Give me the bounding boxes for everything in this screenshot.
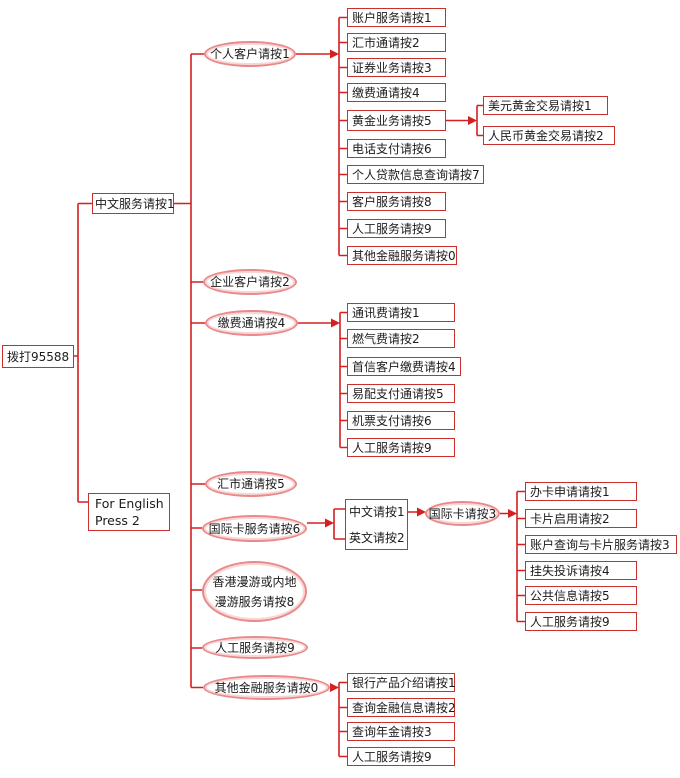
node-label-line2: 漫游服务请按8: [214, 594, 295, 609]
menu-item-box: 办卡申请请按1: [525, 482, 637, 501]
payment-service-node: 缴费通请按4: [205, 310, 298, 336]
menu-item-label: 中文请按1: [349, 504, 405, 519]
personal-customer-node: 个人客户请按1: [204, 41, 296, 67]
node-label: 企业客户请按2: [210, 275, 290, 289]
menu-item-box: 客户服务请按8: [347, 192, 446, 211]
menu-item-box: 账户查询与卡片服务请按3: [525, 535, 677, 554]
menu-item-label: 缴费通请按4: [352, 85, 420, 100]
menu-item-label: 黄金业务请按5: [352, 113, 432, 128]
dial-95588-node: 拨打95588: [2, 345, 74, 368]
menu-item-box: 美元黄金交易请按1: [483, 96, 608, 115]
node-label: 中文服务请按1: [95, 196, 175, 211]
menu-item-box: 查询金融信息请按2: [347, 698, 456, 717]
menu-item-label: 账户服务请按1: [352, 10, 432, 25]
menu-item-box: 汇市通请按2: [347, 33, 446, 52]
menu-item-label: 人工服务请按9: [530, 614, 610, 629]
menu-item-label: 电话支付请按6: [352, 141, 432, 156]
menu-item-box: 银行产品介绍请按1: [347, 673, 456, 692]
menu-item-label: 易配支付通请按5: [352, 386, 444, 401]
menu-item-label: 首信客户缴费请按4: [352, 359, 456, 374]
menu-item-label: 个人贷款信息查询请按7: [352, 167, 480, 182]
menu-item-label: 公共信息请按5: [530, 588, 610, 603]
menu-item-box: 账户服务请按1: [347, 8, 446, 27]
menu-item-box: 易配支付通请按5: [347, 384, 455, 403]
node-label: 人工服务请按9: [215, 640, 295, 655]
menu-item-box: 查询年金请按3: [347, 722, 455, 741]
node-label: 拨打95588: [7, 349, 70, 364]
menu-item-label: 英文请按2: [349, 530, 405, 545]
menu-item-label: 查询金融信息请按2: [352, 700, 456, 715]
menu-item-box: 电话支付请按6: [347, 139, 446, 158]
menu-item-box: 人工服务请按9: [347, 219, 446, 238]
menu-item-label: 客户服务请按8: [352, 194, 432, 209]
menu-item-box: 其他金融服务请按0: [347, 246, 457, 265]
intl-card-service-node: 国际卡服务请按6: [202, 515, 307, 542]
menu-item-box: 公共信息请按5: [525, 586, 637, 605]
node-label: 其他金融服务请按0: [214, 680, 319, 695]
menu-item-box: 证券业务请按3: [347, 58, 446, 77]
menu-item-label: 通讯费请按1: [352, 305, 420, 320]
node-label: 缴费通请按4: [217, 316, 286, 330]
menu-item-box: 人民币黄金交易请按2: [483, 126, 615, 145]
menu-item-label: 挂失投诉请按4: [530, 563, 610, 578]
roaming-service-node: 香港漫游或内地 漫游服务请按8: [202, 561, 307, 622]
menu-item-label: 人民币黄金交易请按2: [488, 128, 604, 143]
menu-item-box: 燃气费请按2: [347, 329, 455, 348]
operator-service-node: 人工服务请按9: [202, 636, 308, 659]
intl-card-language-box: 中文请按1 英文请按2: [345, 499, 408, 550]
menu-item-box: 人工服务请按9: [347, 747, 455, 766]
menu-item-label: 查询年金请按3: [352, 724, 432, 739]
english-service-node: For English Press 2: [88, 493, 170, 531]
chinese-service-node: 中文服务请按1: [92, 193, 175, 214]
menu-item-label: 卡片启用请按2: [530, 511, 610, 526]
menu-item-label: 汇市通请按2: [352, 35, 420, 50]
menu-item-box: 首信客户缴费请按4: [347, 357, 461, 376]
menu-item-label: 账户查询与卡片服务请按3: [530, 537, 670, 552]
menu-item-box: 挂失投诉请按4: [525, 561, 637, 580]
menu-item-box: 个人贷款信息查询请按7: [347, 165, 484, 184]
node-label: 国际卡请按3: [428, 506, 497, 521]
node-label: 汇市通请按5: [217, 477, 285, 491]
menu-item-label: 其他金融服务请按0: [352, 248, 456, 263]
menu-item-label: 美元黄金交易请按1: [488, 98, 592, 113]
menu-item-box: 卡片启用请按2: [525, 509, 637, 528]
menu-item-label: 燃气费请按2: [352, 331, 420, 346]
menu-item-label: 证券业务请按3: [352, 60, 432, 75]
node-label-line1: For English: [95, 496, 164, 511]
menu-item-label: 人工服务请按9: [352, 221, 432, 236]
menu-item-label: 银行产品介绍请按1: [352, 675, 456, 690]
forex-service-node: 汇市通请按5: [205, 471, 297, 497]
menu-item-label: 人工服务请按9: [352, 749, 432, 764]
node-label-line2: Press 2: [95, 513, 140, 528]
node-label: 个人客户请按1: [210, 47, 290, 61]
menu-item-label: 办卡申请请按1: [530, 484, 610, 499]
arrowheads: [325, 49, 517, 692]
menu-item-label: 机票支付请按6: [352, 413, 432, 428]
menu-item-box: 黄金业务请按5: [347, 110, 446, 131]
menu-item-box: 人工服务请按9: [347, 438, 455, 457]
corporate-customer-node: 企业客户请按2: [203, 269, 297, 295]
menu-item-box: 缴费通请按4: [347, 83, 446, 102]
menu-item-label: 人工服务请按9: [352, 440, 432, 455]
menu-item-box: 人工服务请按9: [525, 612, 637, 631]
other-finance-node: 其他金融服务请按0: [203, 675, 330, 700]
menu-item-box: 通讯费请按1: [347, 303, 455, 322]
intl-card-node: 国际卡请按3: [425, 501, 500, 526]
menu-item-box: 机票支付请按6: [347, 411, 455, 430]
node-label: 国际卡服务请按6: [208, 521, 301, 536]
node-label-line1: 香港漫游或内地: [212, 574, 297, 589]
